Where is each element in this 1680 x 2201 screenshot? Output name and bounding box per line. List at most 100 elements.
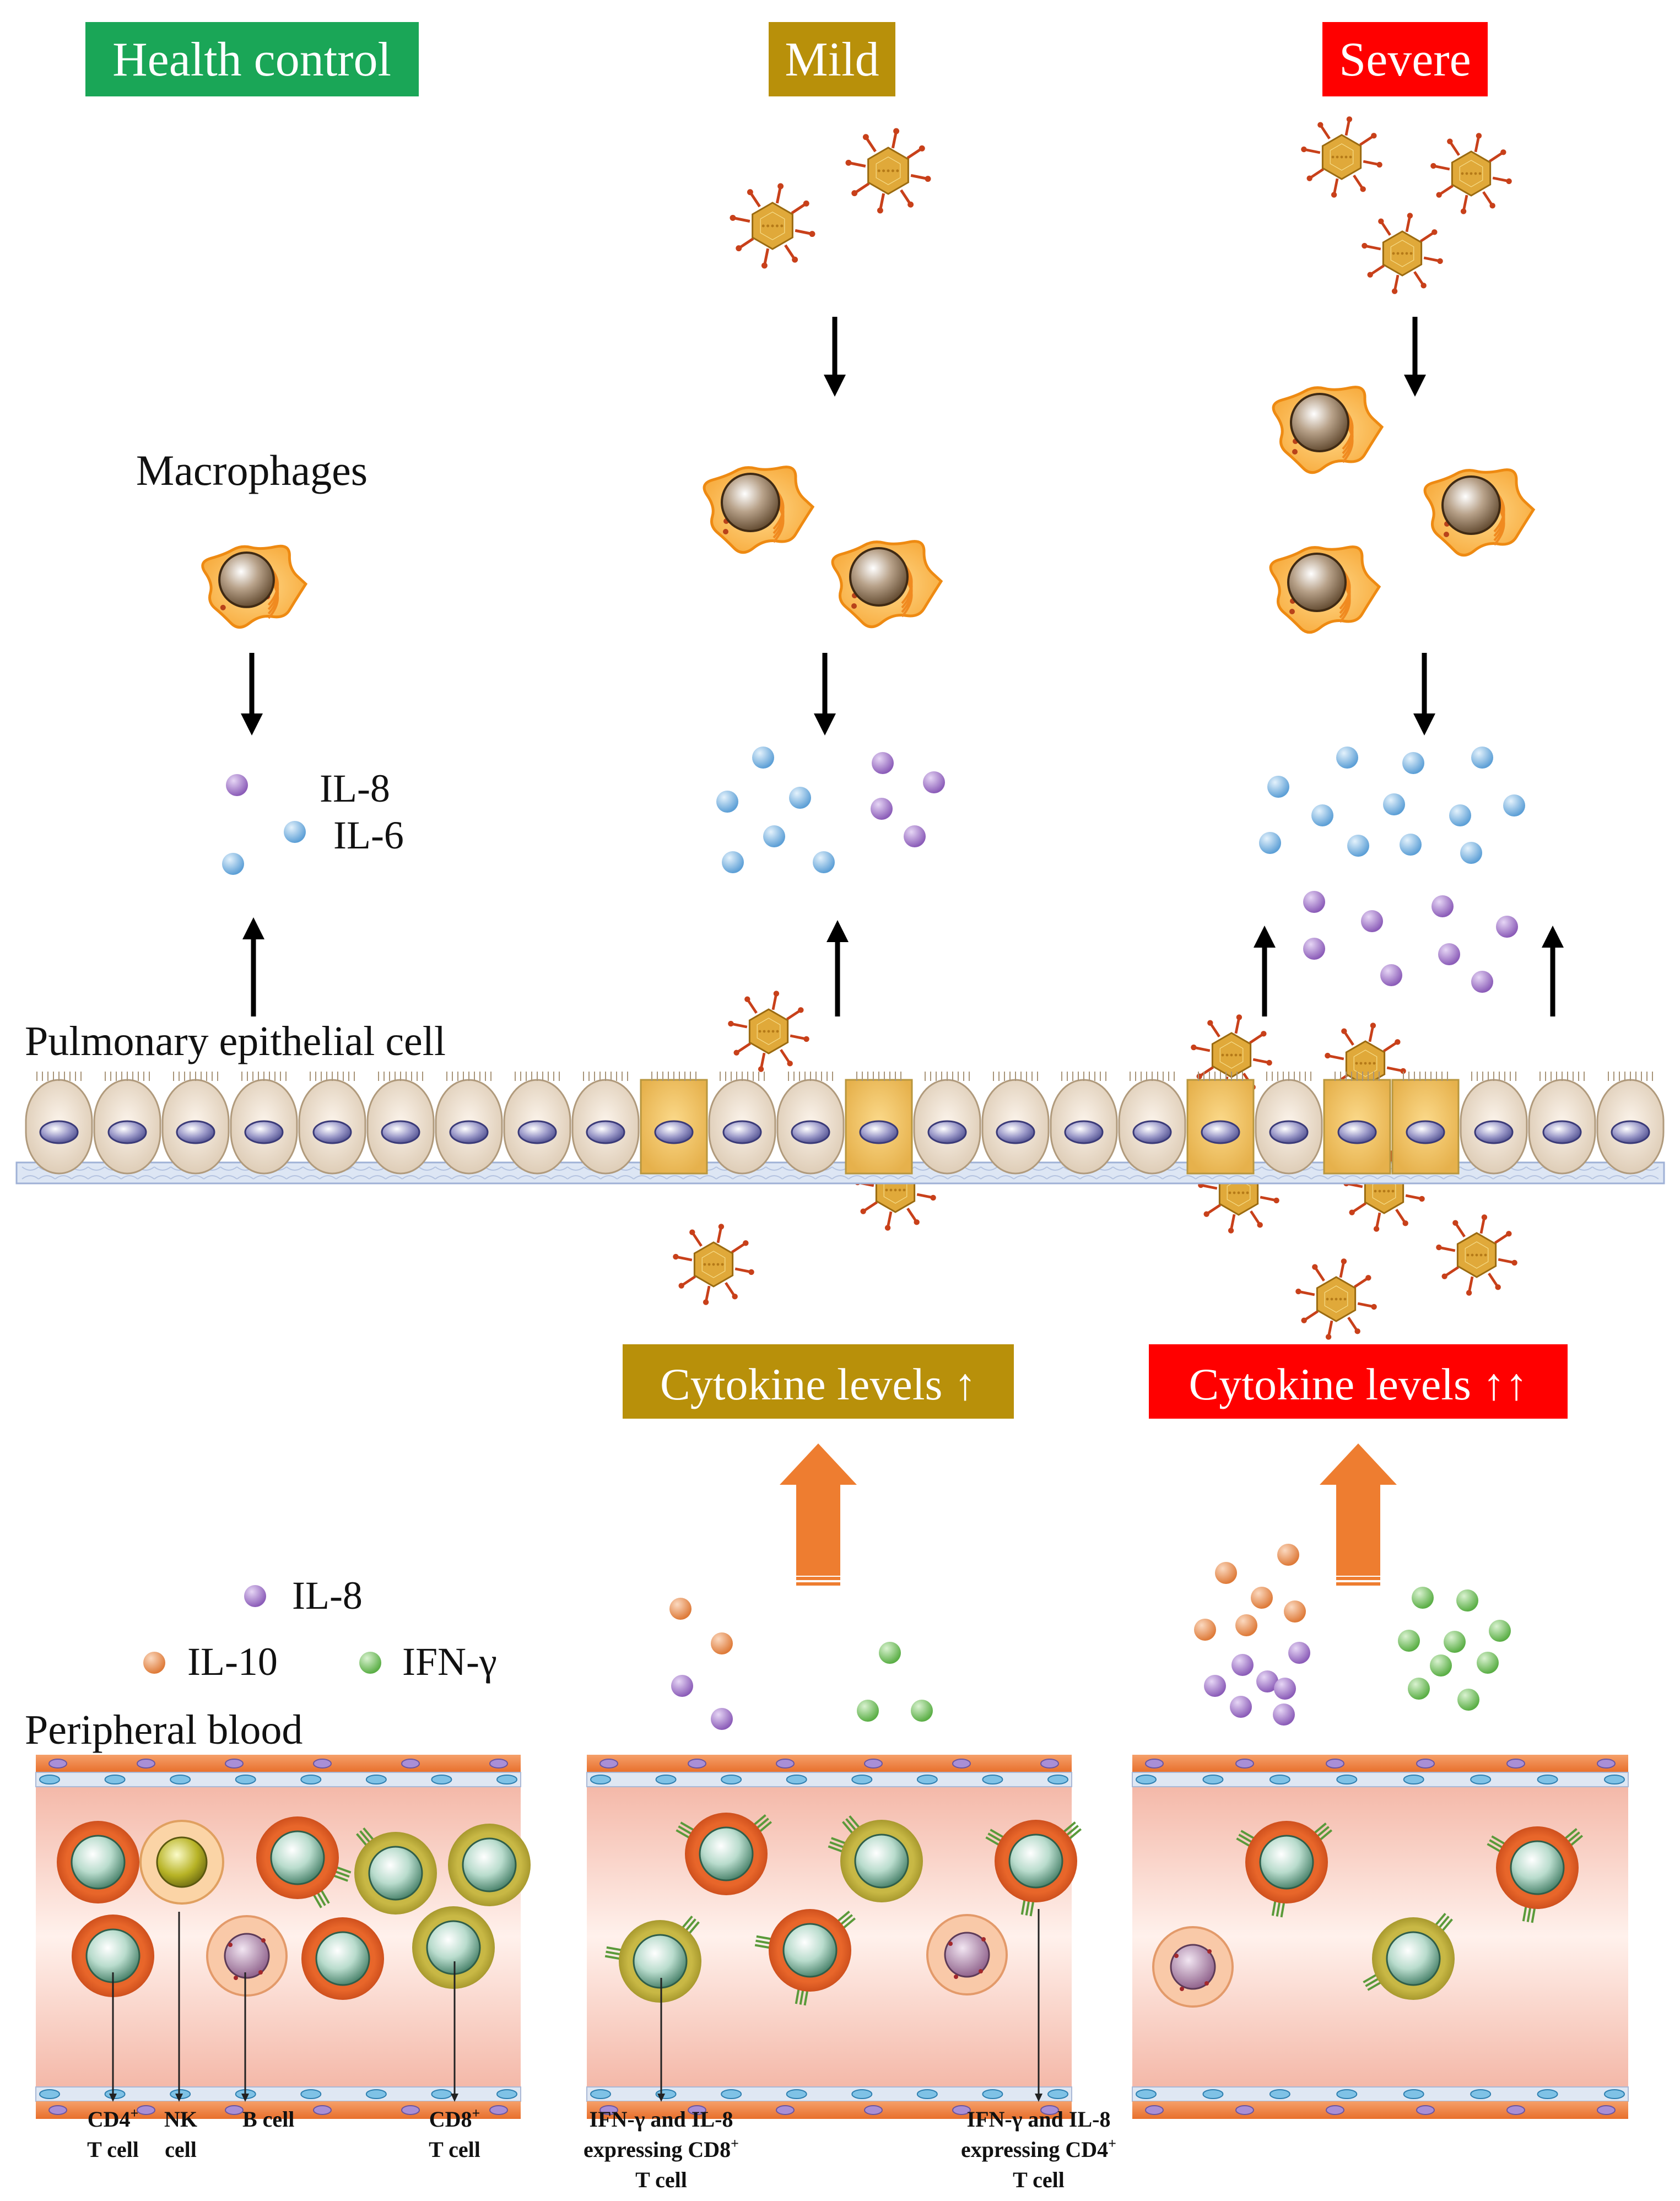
il6-dot (1383, 793, 1405, 815)
il8-dot (1231, 1654, 1254, 1676)
ifn-dot (1412, 1587, 1434, 1609)
cytokine-dots (143, 747, 1525, 1730)
il6-dot (1402, 752, 1424, 774)
t-cell-icon (754, 1909, 856, 2006)
epithelial-cell-icon (1323, 1072, 1391, 1175)
virus-icon (845, 128, 931, 214)
il10-dot (1215, 1562, 1237, 1584)
epithelial-cell-icon (230, 1072, 298, 1175)
il10-dot (1235, 1614, 1257, 1636)
virus-icon (1295, 1258, 1377, 1340)
il8-dot (871, 798, 893, 820)
macrophage-icon (1269, 545, 1381, 634)
il6-dot (1460, 842, 1482, 864)
il6-dot (1311, 804, 1333, 826)
legend-il10: IL-10 (187, 1640, 278, 1684)
virus-icon (1436, 1214, 1517, 1296)
macrophage-group (201, 386, 1536, 634)
virus-icon (730, 183, 815, 269)
label-peripheral-blood: Peripheral blood (25, 1707, 302, 1753)
b-cell-icon (1152, 1926, 1234, 2008)
pointer-lines (109, 1909, 1042, 2102)
virus-icon (1301, 116, 1382, 198)
ifn-dot (1398, 1630, 1420, 1652)
macrophage-icon (703, 466, 815, 554)
epithelial-cell-icon (366, 1072, 435, 1175)
epithelial-cell-icon (1596, 1072, 1665, 1175)
il6-dot (763, 825, 785, 847)
orange-arrow-mild (780, 1443, 857, 1586)
il8-dot (1274, 1678, 1296, 1700)
macrophage-icon (1272, 386, 1384, 474)
il8-dot (1273, 1704, 1295, 1726)
il6-dot (1347, 835, 1369, 857)
il6-dot (716, 791, 738, 813)
banner-cytokine-severe: Cytokine levels ↑↑ (1149, 1344, 1568, 1419)
epithelial-cell-icon (845, 1072, 913, 1175)
svg-text:expressing CD8+: expressing CD8+ (584, 2135, 739, 2162)
il8-dot (1288, 1642, 1310, 1664)
blood-cell-group (57, 1813, 1584, 2008)
il10-dot (1284, 1600, 1306, 1623)
epithelial-cell-icon (640, 1072, 708, 1175)
t-cell-icon (354, 1827, 437, 1915)
nk-cell-icon (139, 1820, 224, 1905)
ifn-dot (1444, 1631, 1466, 1653)
t-cell-icon (256, 1816, 352, 1908)
svg-text:expressing CD4+: expressing CD4+ (961, 2135, 1116, 2162)
label-pulmonary-epithelial: Pulmonary epithelial cell (25, 1018, 446, 1064)
il6-dot (1471, 747, 1493, 769)
legend-il8: IL-8 (292, 1573, 363, 1618)
caption-cd8-t-cell: CD8+ T cell (429, 2105, 480, 2162)
caption-exp-cd8-t-cell: IFN-γ and IL-8 expressing CD8+ T cell (584, 2107, 739, 2192)
ifn-dot (1489, 1620, 1511, 1642)
il8-dot (1471, 971, 1493, 993)
caption-b-cell: B cell (242, 2107, 294, 2132)
virus-icon (1430, 133, 1512, 214)
svg-text:T cell: T cell (87, 2137, 139, 2162)
t-cell-icon (412, 1906, 495, 1989)
t-cell-icon (72, 1915, 154, 1997)
il6-dot (1400, 834, 1422, 856)
header-mild: Mild (769, 22, 895, 96)
svg-text:T cell: T cell (429, 2137, 480, 2162)
header-health-control: Health control (85, 22, 419, 96)
il6-dot (1259, 832, 1281, 854)
il8-dot (1230, 1696, 1252, 1718)
epithelial-layer (15, 1072, 1665, 1185)
epithelial-cell-icon (93, 1072, 161, 1175)
il8-dot (1361, 910, 1383, 932)
t-cell-icon (1363, 1912, 1455, 2000)
epithelial-cell-icon (435, 1072, 503, 1175)
il6-dot (222, 853, 244, 875)
svg-text:CD8+: CD8+ (429, 2105, 480, 2132)
il10-dot (669, 1598, 692, 1620)
epithelial-cell-icon (1391, 1072, 1460, 1175)
epithelial-cell-icon (298, 1072, 366, 1175)
il6-dot (1267, 776, 1289, 798)
epithelial-cell-icon (1118, 1072, 1186, 1175)
svg-text:Health control: Health control (112, 33, 391, 86)
il10-dot (1277, 1544, 1299, 1566)
t-cell-icon (57, 1821, 139, 1903)
t-cell-icon (1487, 1826, 1584, 1923)
svg-text:Cytokine levels ↑: Cytokine levels ↑ (660, 1359, 976, 1409)
virus-icon (728, 991, 809, 1072)
label-il6-top: IL-6 (333, 813, 404, 857)
label-il8-top: IL-8 (320, 766, 390, 810)
t-cell-icon (1236, 1821, 1333, 1918)
t-cell-icon (985, 1820, 1082, 1917)
svg-text:IFN-γ and IL-8: IFN-γ and IL-8 (590, 2107, 733, 2132)
epithelial-cell-icon (1186, 1072, 1255, 1175)
epithelial-cell-icon (913, 1072, 981, 1175)
il6-dot (284, 821, 306, 843)
epithelial-cell-icon (161, 1072, 230, 1175)
epithelial-cell-icon (708, 1072, 776, 1175)
header-severe: Severe (1322, 22, 1488, 96)
svg-text:IFN-γ and IL-8: IFN-γ and IL-8 (967, 2107, 1111, 2132)
il8-dot (923, 771, 945, 793)
ifn-dot (359, 1652, 381, 1674)
il8-dot (872, 752, 894, 774)
il10-dot (1251, 1587, 1273, 1609)
t-cell-icon (301, 1917, 384, 2000)
